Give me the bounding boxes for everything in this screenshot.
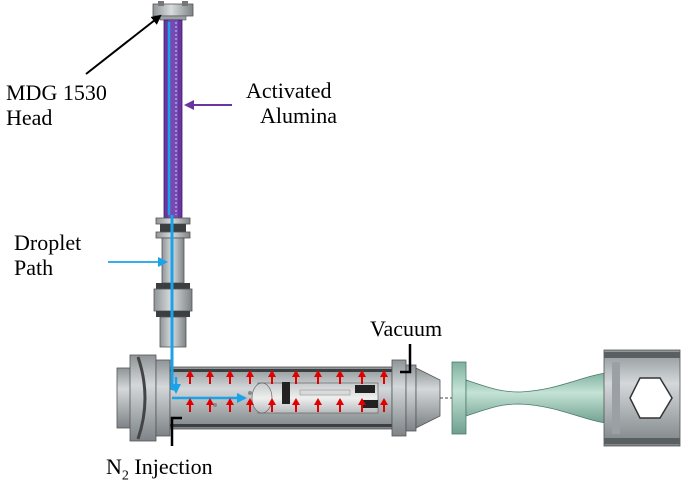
- n2-injection-arrowhead: [336, 370, 344, 377]
- n2-injection-label: N2 Injection: [106, 454, 213, 483]
- nozzle: [451, 361, 613, 435]
- n2-injection-arrowhead: [246, 398, 254, 405]
- n2-subscript: 2: [121, 468, 129, 484]
- n2-injection-arrowhead: [206, 370, 214, 377]
- n2-injection-arrowhead: [268, 370, 276, 377]
- n2-injection-arrowhead: [314, 370, 322, 377]
- mdg-head-label-line1: MDG 1530: [6, 80, 107, 105]
- n2-injection-arrowhead: [246, 370, 254, 377]
- n2-injection-arrowhead: [292, 370, 300, 377]
- droplet-path-label: Droplet Path: [14, 230, 81, 280]
- n2-symbol: N: [106, 454, 122, 479]
- main-chamber: [116, 354, 456, 442]
- activated-alumina-label: Activated Alumina: [244, 78, 337, 128]
- callout-lines: [85, 14, 412, 446]
- droplet-path: [167, 22, 247, 403]
- droplet-label-line2: Path: [14, 255, 54, 280]
- n2-injection-arrowhead: [358, 370, 366, 377]
- n2-injection-arrowhead: [226, 398, 234, 405]
- end-chamber: [603, 349, 681, 447]
- mdg-head-label-line2: Head: [6, 105, 53, 130]
- mdg-head-label: MDG 1530 Head: [6, 80, 107, 130]
- n2-injection-arrowhead: [268, 398, 276, 405]
- vacuum-label: Vacuum: [370, 316, 443, 341]
- n2-injection-arrowhead: [358, 398, 366, 405]
- n2-injection-arrowhead: [314, 398, 322, 405]
- droplet-label-line1: Droplet: [14, 230, 82, 255]
- n2-injection-arrowhead: [292, 398, 300, 405]
- n2-leader: [170, 416, 182, 446]
- alumina-label-line1: Activated: [246, 78, 332, 103]
- n2-injection-arrowhead: [380, 398, 388, 405]
- alumina-label-line2: Alumina: [260, 103, 337, 128]
- n2-injection-arrowhead: [336, 398, 344, 405]
- vacuum-leader: [400, 344, 412, 374]
- n2-injection-arrowhead: [186, 370, 194, 377]
- n2-injection-arrowhead: [226, 370, 234, 377]
- n2-injection-arrowhead: [206, 398, 214, 405]
- n2-injection-text: Injection: [128, 454, 213, 479]
- n2-injection-arrowhead: [186, 398, 194, 405]
- mdg-head-leader: [85, 14, 162, 75]
- n2-injection-arrows: [186, 370, 388, 412]
- n2-injection-arrowhead: [380, 370, 388, 377]
